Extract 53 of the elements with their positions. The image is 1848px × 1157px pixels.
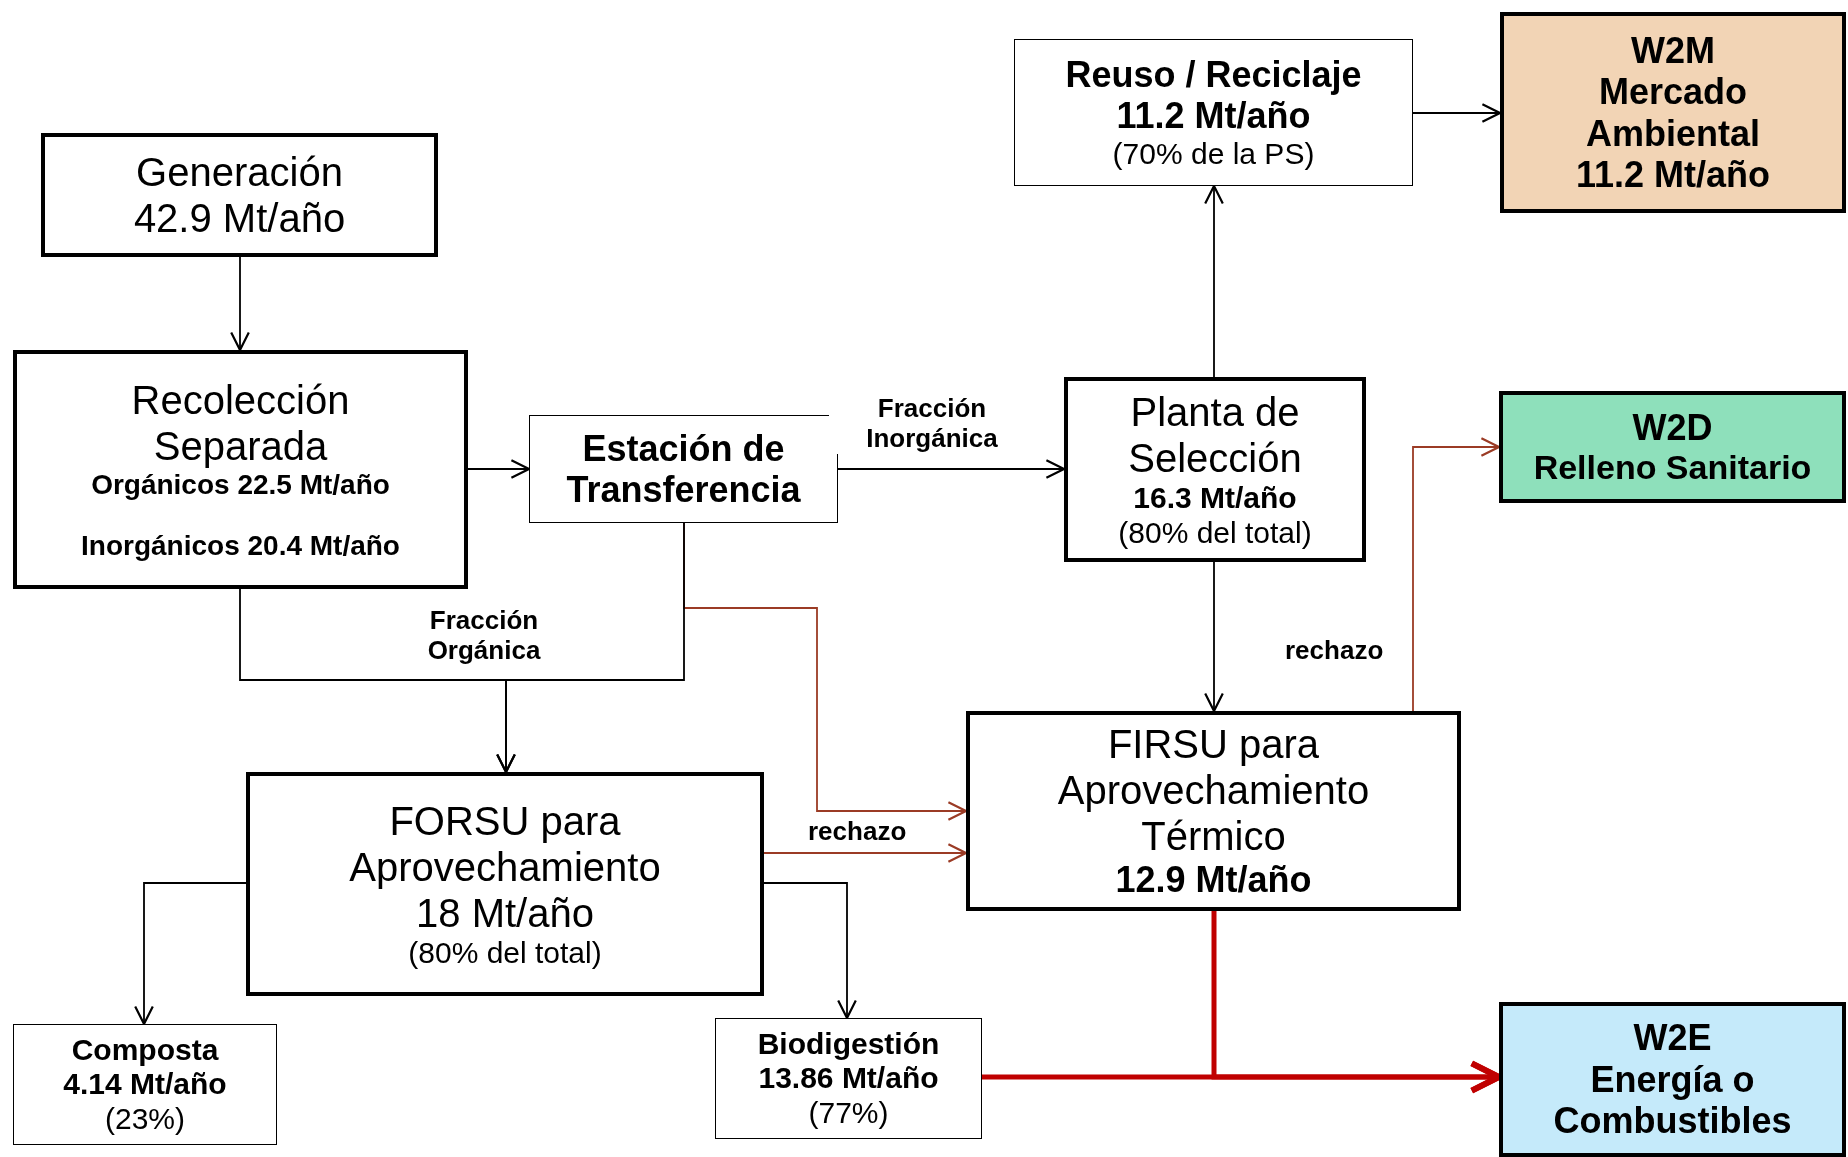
box-text: Biodigestión <box>757 1026 940 1062</box>
box-text: (77%) <box>808 1095 889 1131</box>
arrow <box>1204 561 1224 713</box>
arrow <box>496 522 685 774</box>
process-box <box>13 1024 277 1145</box>
box-text: Orgánicos 22.5 Mt/año <box>91 469 390 502</box>
process-box <box>529 415 838 523</box>
box-text: 18 Mt/año <box>416 889 594 936</box>
process-box <box>966 711 1461 911</box>
box-text: Estación de Transferencia <box>565 427 802 511</box>
box-text: 12.9 Mt/año <box>1115 859 1312 901</box>
box-text: Relleno Sanitario <box>1533 448 1812 488</box>
process-box <box>13 350 468 589</box>
process-box <box>715 1018 982 1139</box>
box-text: Mercado Ambiental <box>1585 71 1761 154</box>
arrow <box>230 256 250 352</box>
box-text: Recolección Separada <box>130 377 351 470</box>
box-text: FIRSU para Aprovechamiento Térmico <box>1056 721 1371 860</box>
output-box <box>1499 391 1846 503</box>
arrow <box>1204 184 1224 378</box>
box-text: (80% del total) <box>408 935 602 971</box>
box-text: W2D <box>1632 406 1713 449</box>
box-text: Composta <box>71 1032 219 1068</box>
box-text: 11.2 Mt/año <box>1116 95 1311 137</box>
process-box <box>41 133 438 257</box>
process-box <box>246 772 764 996</box>
box-text: 16.3 Mt/año <box>1133 481 1297 516</box>
box-text: (23%) <box>105 1101 185 1137</box>
box-text: Inorgánicos 20.4 Mt/año <box>81 529 400 562</box>
output-box <box>1500 12 1846 213</box>
box-text: (70% de la PS) <box>1112 136 1315 172</box>
box-text: Energía o Combustibles <box>1552 1058 1793 1142</box>
output-box <box>1499 1002 1846 1157</box>
box-text: 13.86 Mt/año <box>758 1061 939 1096</box>
box-text: (80% del total) <box>1118 515 1312 550</box>
box-text: 11.2 Mt/año <box>1575 153 1771 196</box>
arrow <box>1412 437 1501 712</box>
box-text: FORSU para Aprovechamiento <box>348 797 662 890</box>
arrow <box>763 882 857 1020</box>
arrow <box>763 843 968 863</box>
box-text: W2M <box>1631 29 1715 72</box>
process-box <box>1014 39 1413 186</box>
box-text: Reuso / Reciclaje <box>1065 53 1362 96</box>
arrow <box>134 882 247 1026</box>
arrow <box>1412 103 1502 123</box>
arrow <box>467 459 531 479</box>
box-text: 4.14 Mt/año <box>63 1067 227 1102</box>
process-box <box>1064 377 1366 562</box>
box-text: Generación <box>136 149 343 195</box>
box-text: W2E <box>1633 1017 1712 1059</box>
arrow <box>837 459 1066 479</box>
box-text: Planta de Selección <box>1127 389 1303 481</box>
box-text: 42.9 Mt/año <box>133 195 346 241</box>
